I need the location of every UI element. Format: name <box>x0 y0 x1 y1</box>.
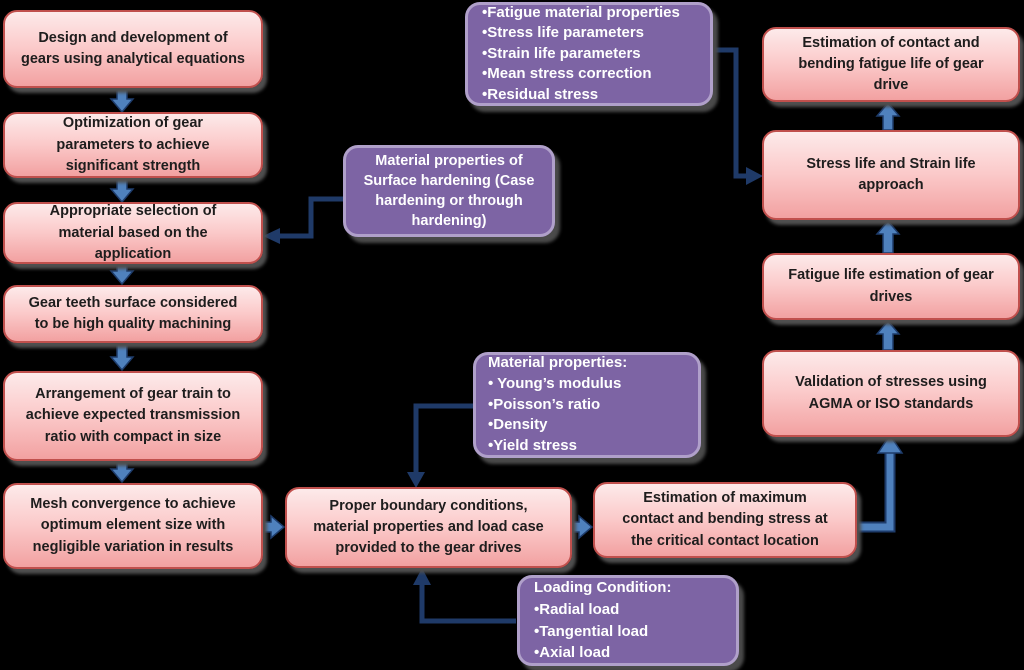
node-label: Fatigue life estimation of gear drives <box>788 267 994 305</box>
right-arrow-mesh-to-boundary <box>263 514 286 540</box>
up-arrow-1 <box>875 101 901 131</box>
node-label: Gear teeth surface considered to be high… <box>28 294 238 332</box>
down-arrow-2 <box>109 177 135 204</box>
node-label: Validation of stresses using AGMA or ISO… <box>795 374 987 412</box>
node-gear-optimization: Optimization of gear parameters to achie… <box>3 112 263 178</box>
arrowhead-into-stresslife <box>746 167 763 185</box>
down-arrow-3 <box>109 263 135 286</box>
node-label: Stress life and Strain life approach <box>806 155 976 193</box>
connector-fatparams-to-stresslife <box>711 47 746 179</box>
up-arrow-2 <box>875 219 901 254</box>
note-fatigue-parameters: •Fatigue material properties •Stress lif… <box>465 2 713 106</box>
node-surface-machining: Gear teeth surface considered to be high… <box>3 285 263 343</box>
connector-maxstress-to-validation <box>857 433 904 533</box>
note-text: Loading Condition: •Radial load •Tangent… <box>534 579 672 662</box>
node-label: Arrangement of gear train to achieve exp… <box>25 386 241 445</box>
node-label: Estimation of contact and bending fatigu… <box>798 34 984 93</box>
node-label: Estimation of maximum contact and bendin… <box>622 490 828 549</box>
node-mesh-convergence: Mesh convergence to achieve optimum elem… <box>3 483 263 569</box>
down-arrow-4 <box>109 343 135 372</box>
node-label: Proper boundary conditions, material pro… <box>313 497 544 556</box>
up-arrow-3 <box>875 319 901 351</box>
node-max-stress-estimation: Estimation of maximum contact and bendin… <box>593 482 857 558</box>
node-stress-strain-approach: Stress life and Strain life approach <box>762 130 1020 220</box>
node-fatigue-life-estimation: Fatigue life estimation of gear drives <box>762 253 1020 320</box>
node-label: Optimization of gear parameters to achie… <box>56 115 210 174</box>
note-material-properties: Material properties: • Young’s modulus •… <box>473 352 701 458</box>
connector-loading-to-boundary <box>419 584 516 624</box>
note-text: •Fatigue material properties •Stress lif… <box>482 4 680 103</box>
node-label: Mesh convergence to achieve optimum elem… <box>30 496 236 555</box>
note-text: Material properties: • Young’s modulus •… <box>488 354 628 455</box>
connector-matprops-to-boundary <box>413 403 473 473</box>
note-text: Material properties of Surface hardening… <box>363 153 535 229</box>
arrowhead-into-validation <box>876 433 904 454</box>
node-boundary-conditions: Proper boundary conditions, material pro… <box>285 487 572 568</box>
arrowhead-into-boundary-bottom <box>413 568 431 585</box>
right-arrow-boundary-to-maxstress <box>572 514 594 540</box>
node-stress-validation: Validation of stresses using AGMA or ISO… <box>762 350 1020 437</box>
down-arrow-1 <box>109 88 135 114</box>
node-design-development: Design and development of gears using an… <box>3 10 263 88</box>
node-gear-train-arrangement: Arrangement of gear train to achieve exp… <box>3 371 263 461</box>
connector-surfhard-to-material-selection <box>280 196 344 239</box>
node-contact-bending-life: Estimation of contact and bending fatigu… <box>762 27 1020 102</box>
note-surface-hardening: Material properties of Surface hardening… <box>343 145 555 237</box>
node-label: Appropriate selection of material based … <box>49 203 217 262</box>
arrowhead-into-material-selection <box>263 228 280 244</box>
node-label: Design and development of gears using an… <box>20 29 245 67</box>
down-arrow-5 <box>109 461 135 484</box>
node-material-selection: Appropriate selection of material based … <box>3 202 263 264</box>
note-loading-condition: Loading Condition: •Radial load •Tangent… <box>517 575 739 666</box>
arrowhead-into-boundary-top <box>407 472 425 488</box>
